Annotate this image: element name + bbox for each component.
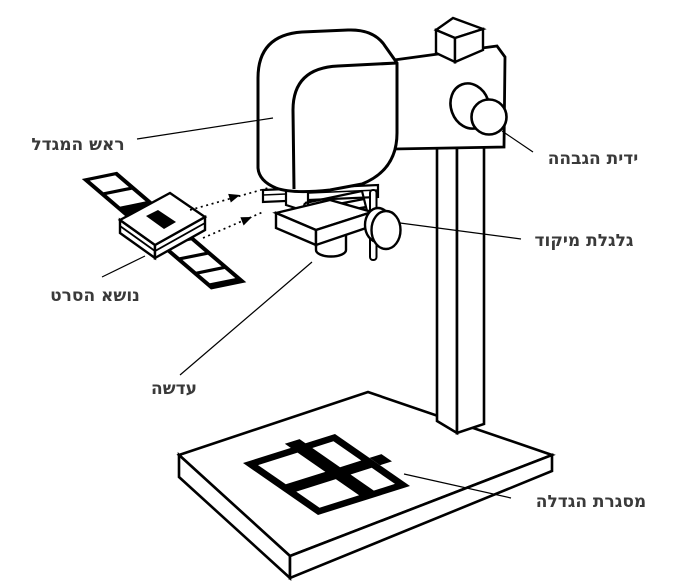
top-cube (433, 16, 487, 64)
enlarger-head (256, 28, 399, 194)
label-elevation-handle: ידית הגבהה (548, 149, 639, 169)
elevation-handle (449, 82, 508, 136)
column (435, 141, 486, 436)
labels: ראש המגדל ידית הגבהה גלגלת מיקוד נושא הס… (31, 135, 646, 512)
insert-arrows (189, 187, 269, 239)
label-easel: מסגרת הגדלה (536, 492, 646, 512)
label-focus-wheel: גלגלת מיקוד (535, 231, 634, 251)
film-carrier (117, 191, 208, 261)
film-aperture (146, 210, 176, 229)
label-lens: עדשה (151, 379, 197, 399)
focus-wheel (363, 189, 402, 261)
label-film-carrier: נושא הסרט (50, 286, 140, 306)
easel-frame (243, 433, 411, 515)
label-enlarger-head: ראש המגדל (31, 135, 124, 155)
leader-lines (101, 117, 534, 499)
